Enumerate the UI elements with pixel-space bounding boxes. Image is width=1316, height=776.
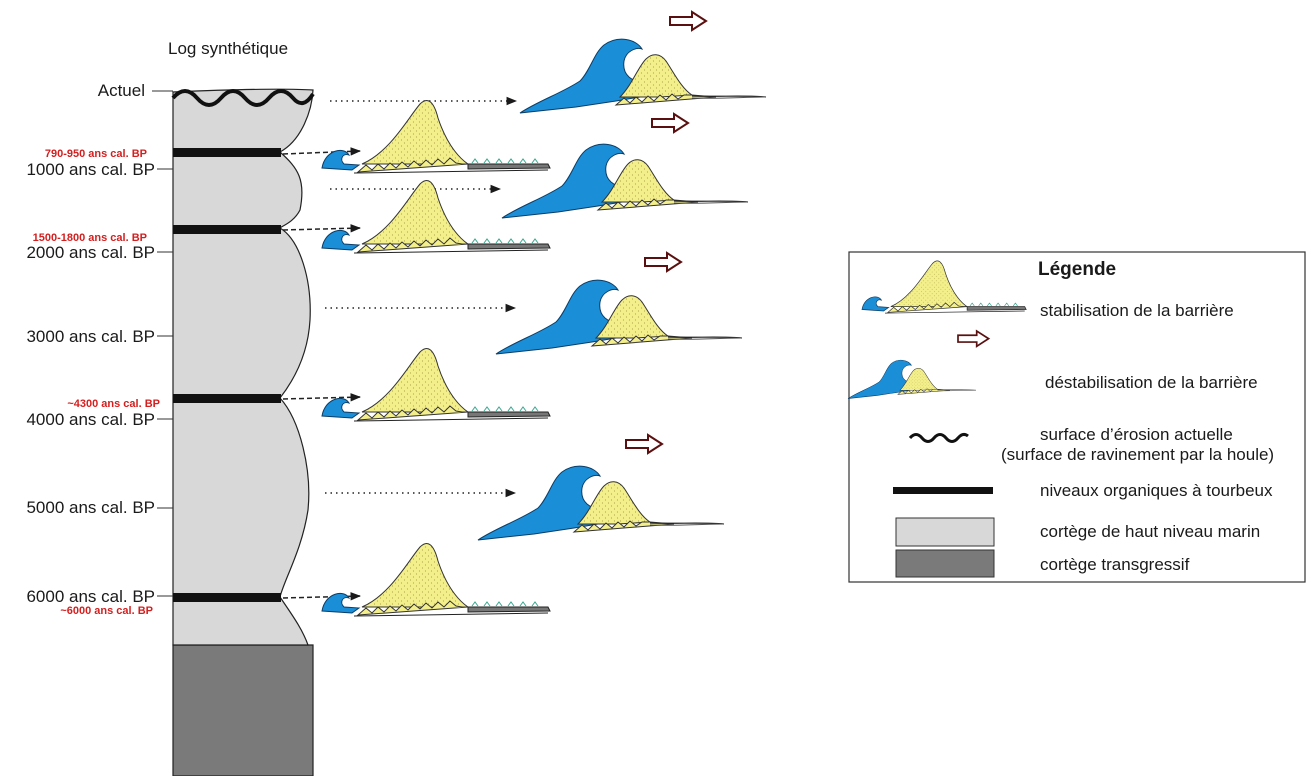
hollow-arrow-icon xyxy=(644,252,682,272)
legend-organic-symbol xyxy=(893,487,993,494)
legend-transgressive-label: cortège transgressif xyxy=(1040,555,1190,574)
legend-organic-label: niveaux organiques à tourbeux xyxy=(1040,481,1273,500)
dashed-arrow xyxy=(282,224,362,233)
destabilisation-barrier xyxy=(519,38,767,114)
legend-high-stand-swatch xyxy=(895,517,995,547)
high-stand-column xyxy=(172,88,314,646)
age-label: 3000 ans cal. BP xyxy=(26,327,155,346)
erosion-surface xyxy=(171,89,315,107)
legend-stabilisation-label: stabilisation de la barrière xyxy=(1040,301,1234,320)
age-label: 5000 ans cal. BP xyxy=(26,498,155,517)
age-label: 4000 ans cal. BP xyxy=(26,410,155,429)
organic-level-2 xyxy=(173,225,281,234)
hollow-arrow-icon xyxy=(669,11,707,31)
legend-erosion-label-line1: surface d’érosion actuelle xyxy=(1040,425,1233,444)
legend-high-stand-label: cortège de haut niveau marin xyxy=(1040,522,1260,541)
legend-destabilisation-label: déstabilisation de la barrière xyxy=(1045,373,1258,392)
organic-date-label: 1500-1800 ans cal. BP xyxy=(33,232,147,244)
age-label: 1000 ans cal. BP xyxy=(26,160,155,179)
age-label-actuel: Actuel xyxy=(98,81,145,100)
age-label: 2000 ans cal. BP xyxy=(26,243,155,262)
stabilisation-barrier xyxy=(321,542,551,617)
dashed-arrow xyxy=(282,147,362,156)
organic-level-3 xyxy=(173,394,281,403)
log-title: Log synthétique xyxy=(168,39,288,58)
stabilisation-barrier xyxy=(321,347,551,422)
legend-transgressive-swatch xyxy=(895,549,995,578)
dashed-arrow xyxy=(282,393,362,402)
organic-date-label: 790-950 ans cal. BP xyxy=(45,148,147,160)
destabilisation-barrier xyxy=(501,143,749,219)
hollow-arrow-icon xyxy=(651,113,689,133)
stabilisation-barrier xyxy=(321,99,551,174)
organic-level-4 xyxy=(173,593,281,602)
organic-level-1 xyxy=(173,148,281,157)
hollow-arrow-icon xyxy=(625,434,663,454)
age-label: 6000 ans cal. BP xyxy=(26,587,155,606)
legend-erosion-label-line2: (surface de ravinement par la houle) xyxy=(1001,445,1274,464)
destabilisation-barrier xyxy=(477,465,725,541)
destabilisation-barrier xyxy=(495,279,743,355)
organic-date-label: ~4300 ans cal. BP xyxy=(67,398,160,410)
organic-date-label: ~6000 ans cal. BP xyxy=(60,605,153,617)
legend-erosion-icon xyxy=(908,432,969,443)
transgressive-column xyxy=(172,644,314,776)
legend-title: Légende xyxy=(1038,259,1116,280)
